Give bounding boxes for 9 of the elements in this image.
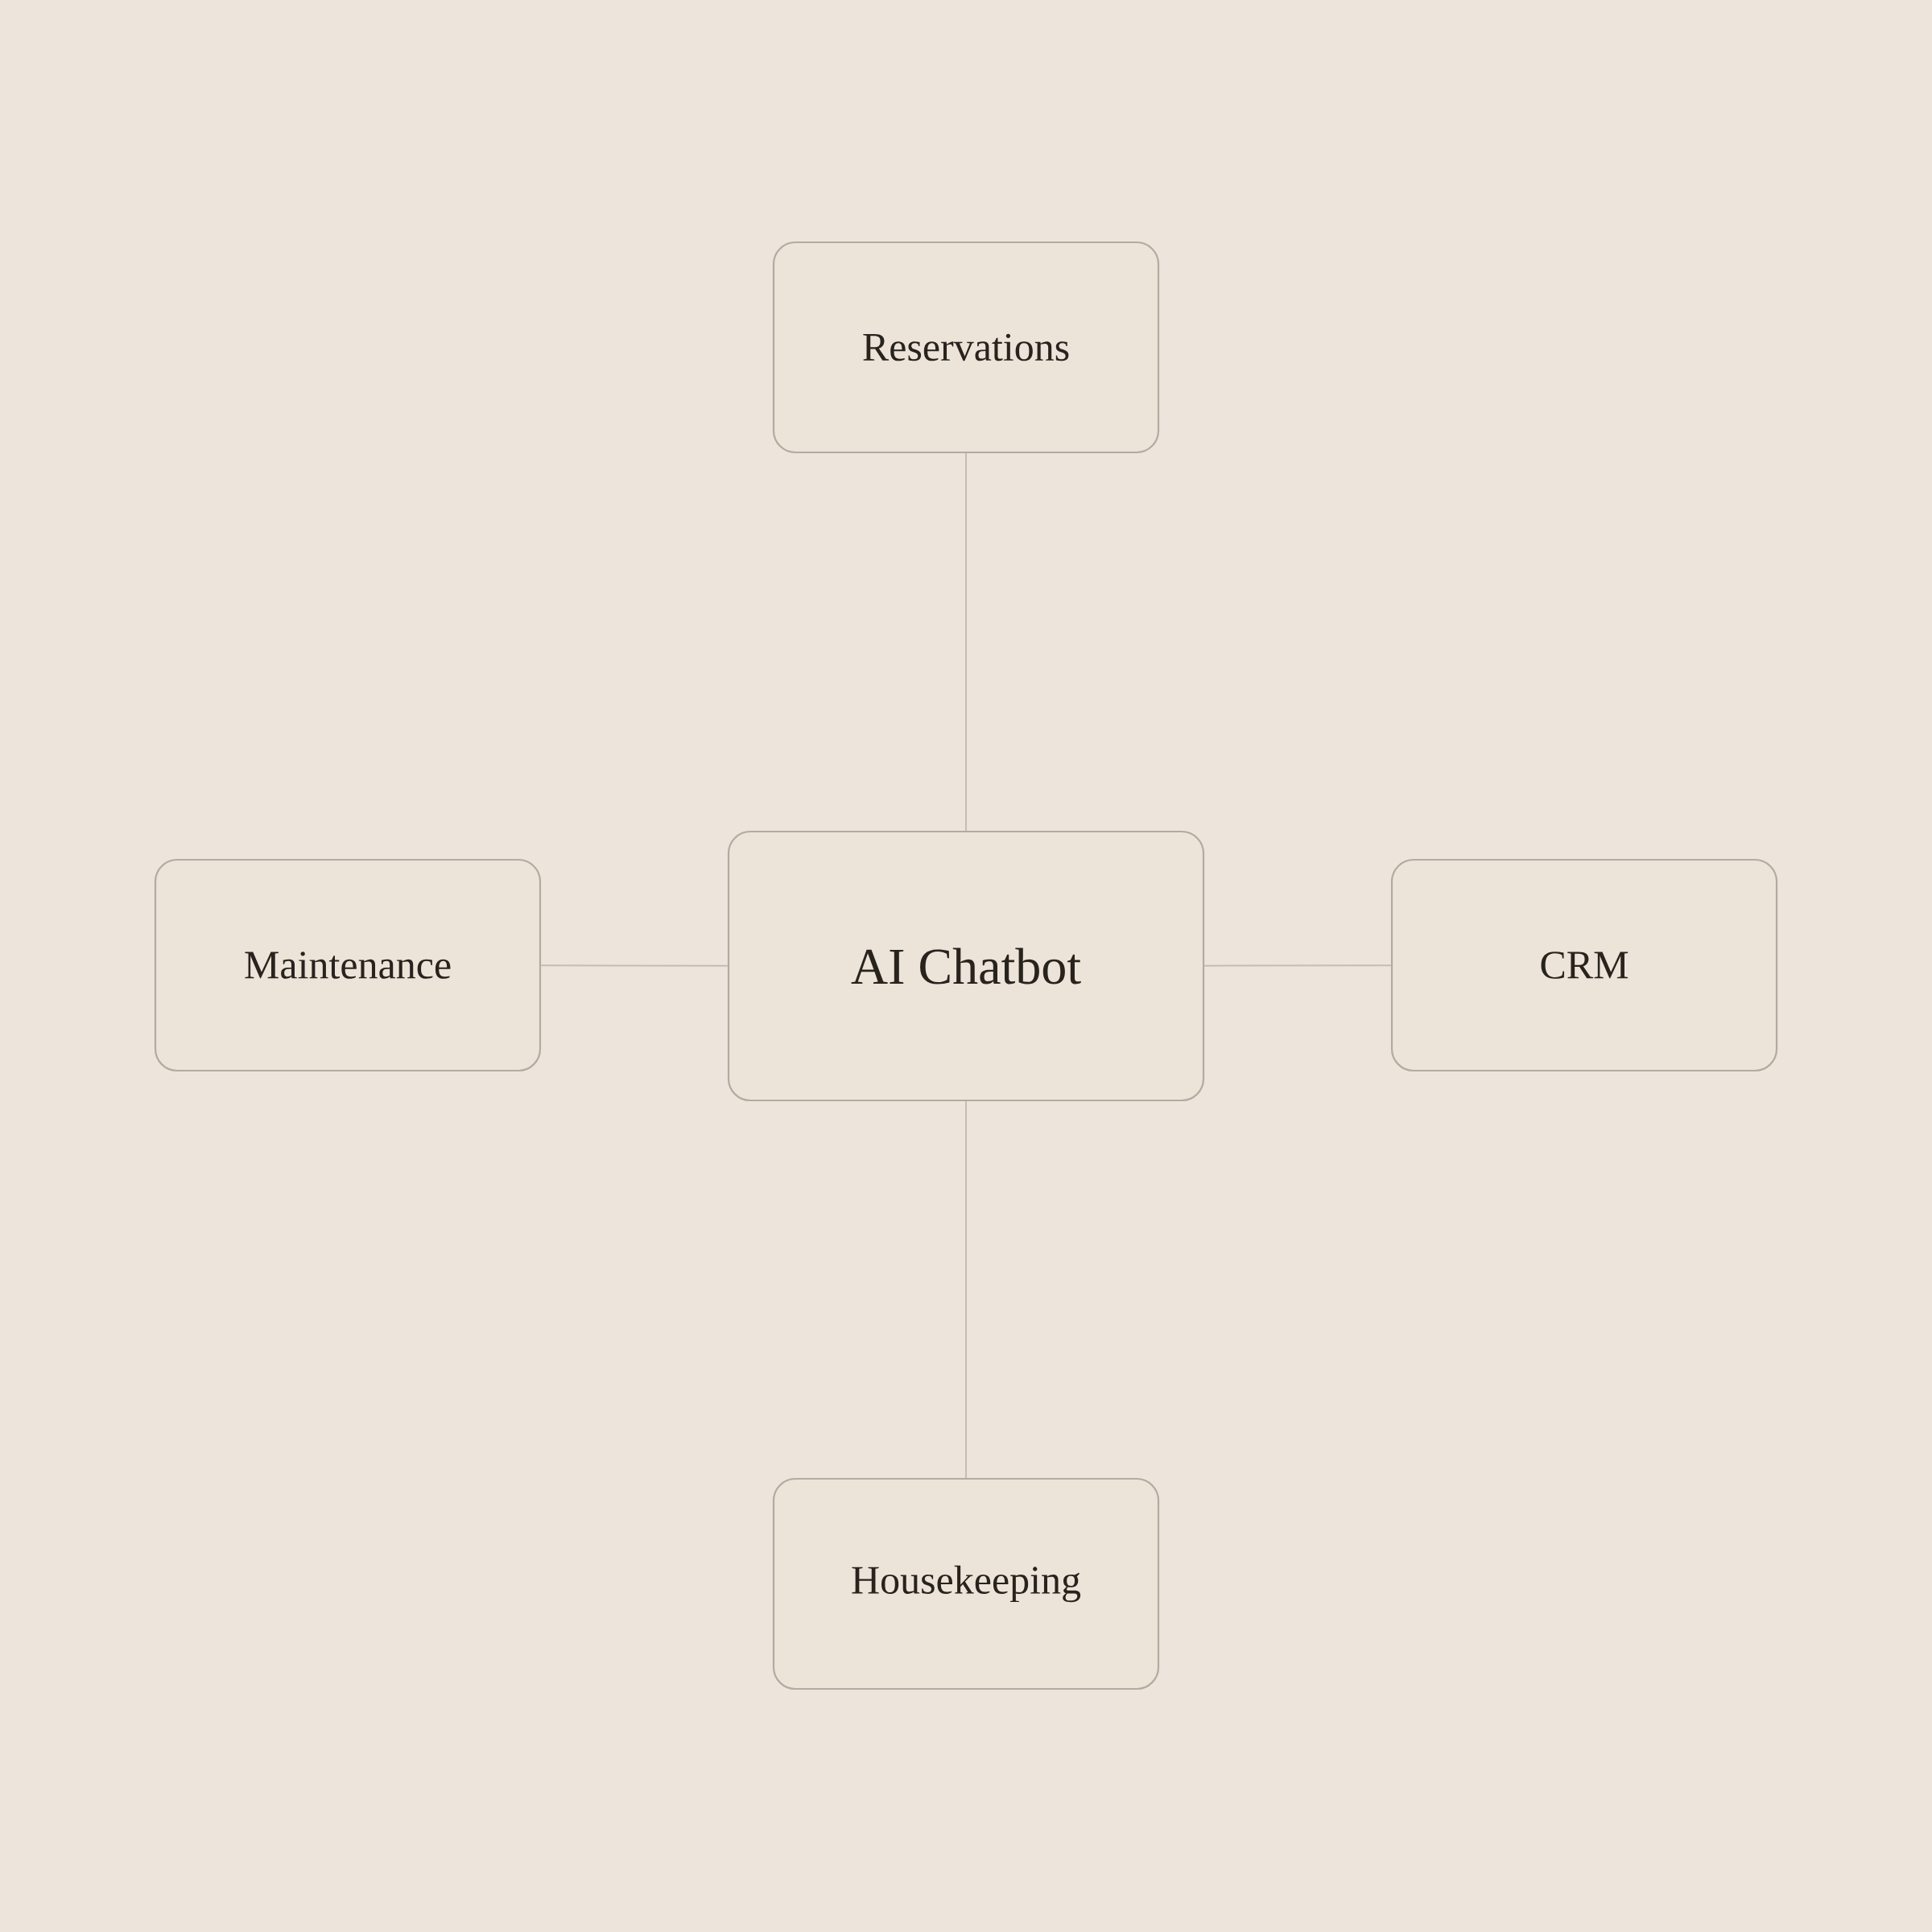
module-box: Maintenance	[154, 858, 542, 1072]
module-box: Reservations	[772, 241, 1160, 454]
connector-line	[965, 452, 967, 832]
module-box: CRM	[1390, 858, 1778, 1072]
connector-line	[965, 1100, 967, 1479]
connector-line	[1203, 964, 1392, 967]
connector-line	[540, 964, 729, 967]
hub-box: AI Chatbot	[727, 830, 1205, 1102]
module-box: Housekeeping	[772, 1477, 1160, 1690]
